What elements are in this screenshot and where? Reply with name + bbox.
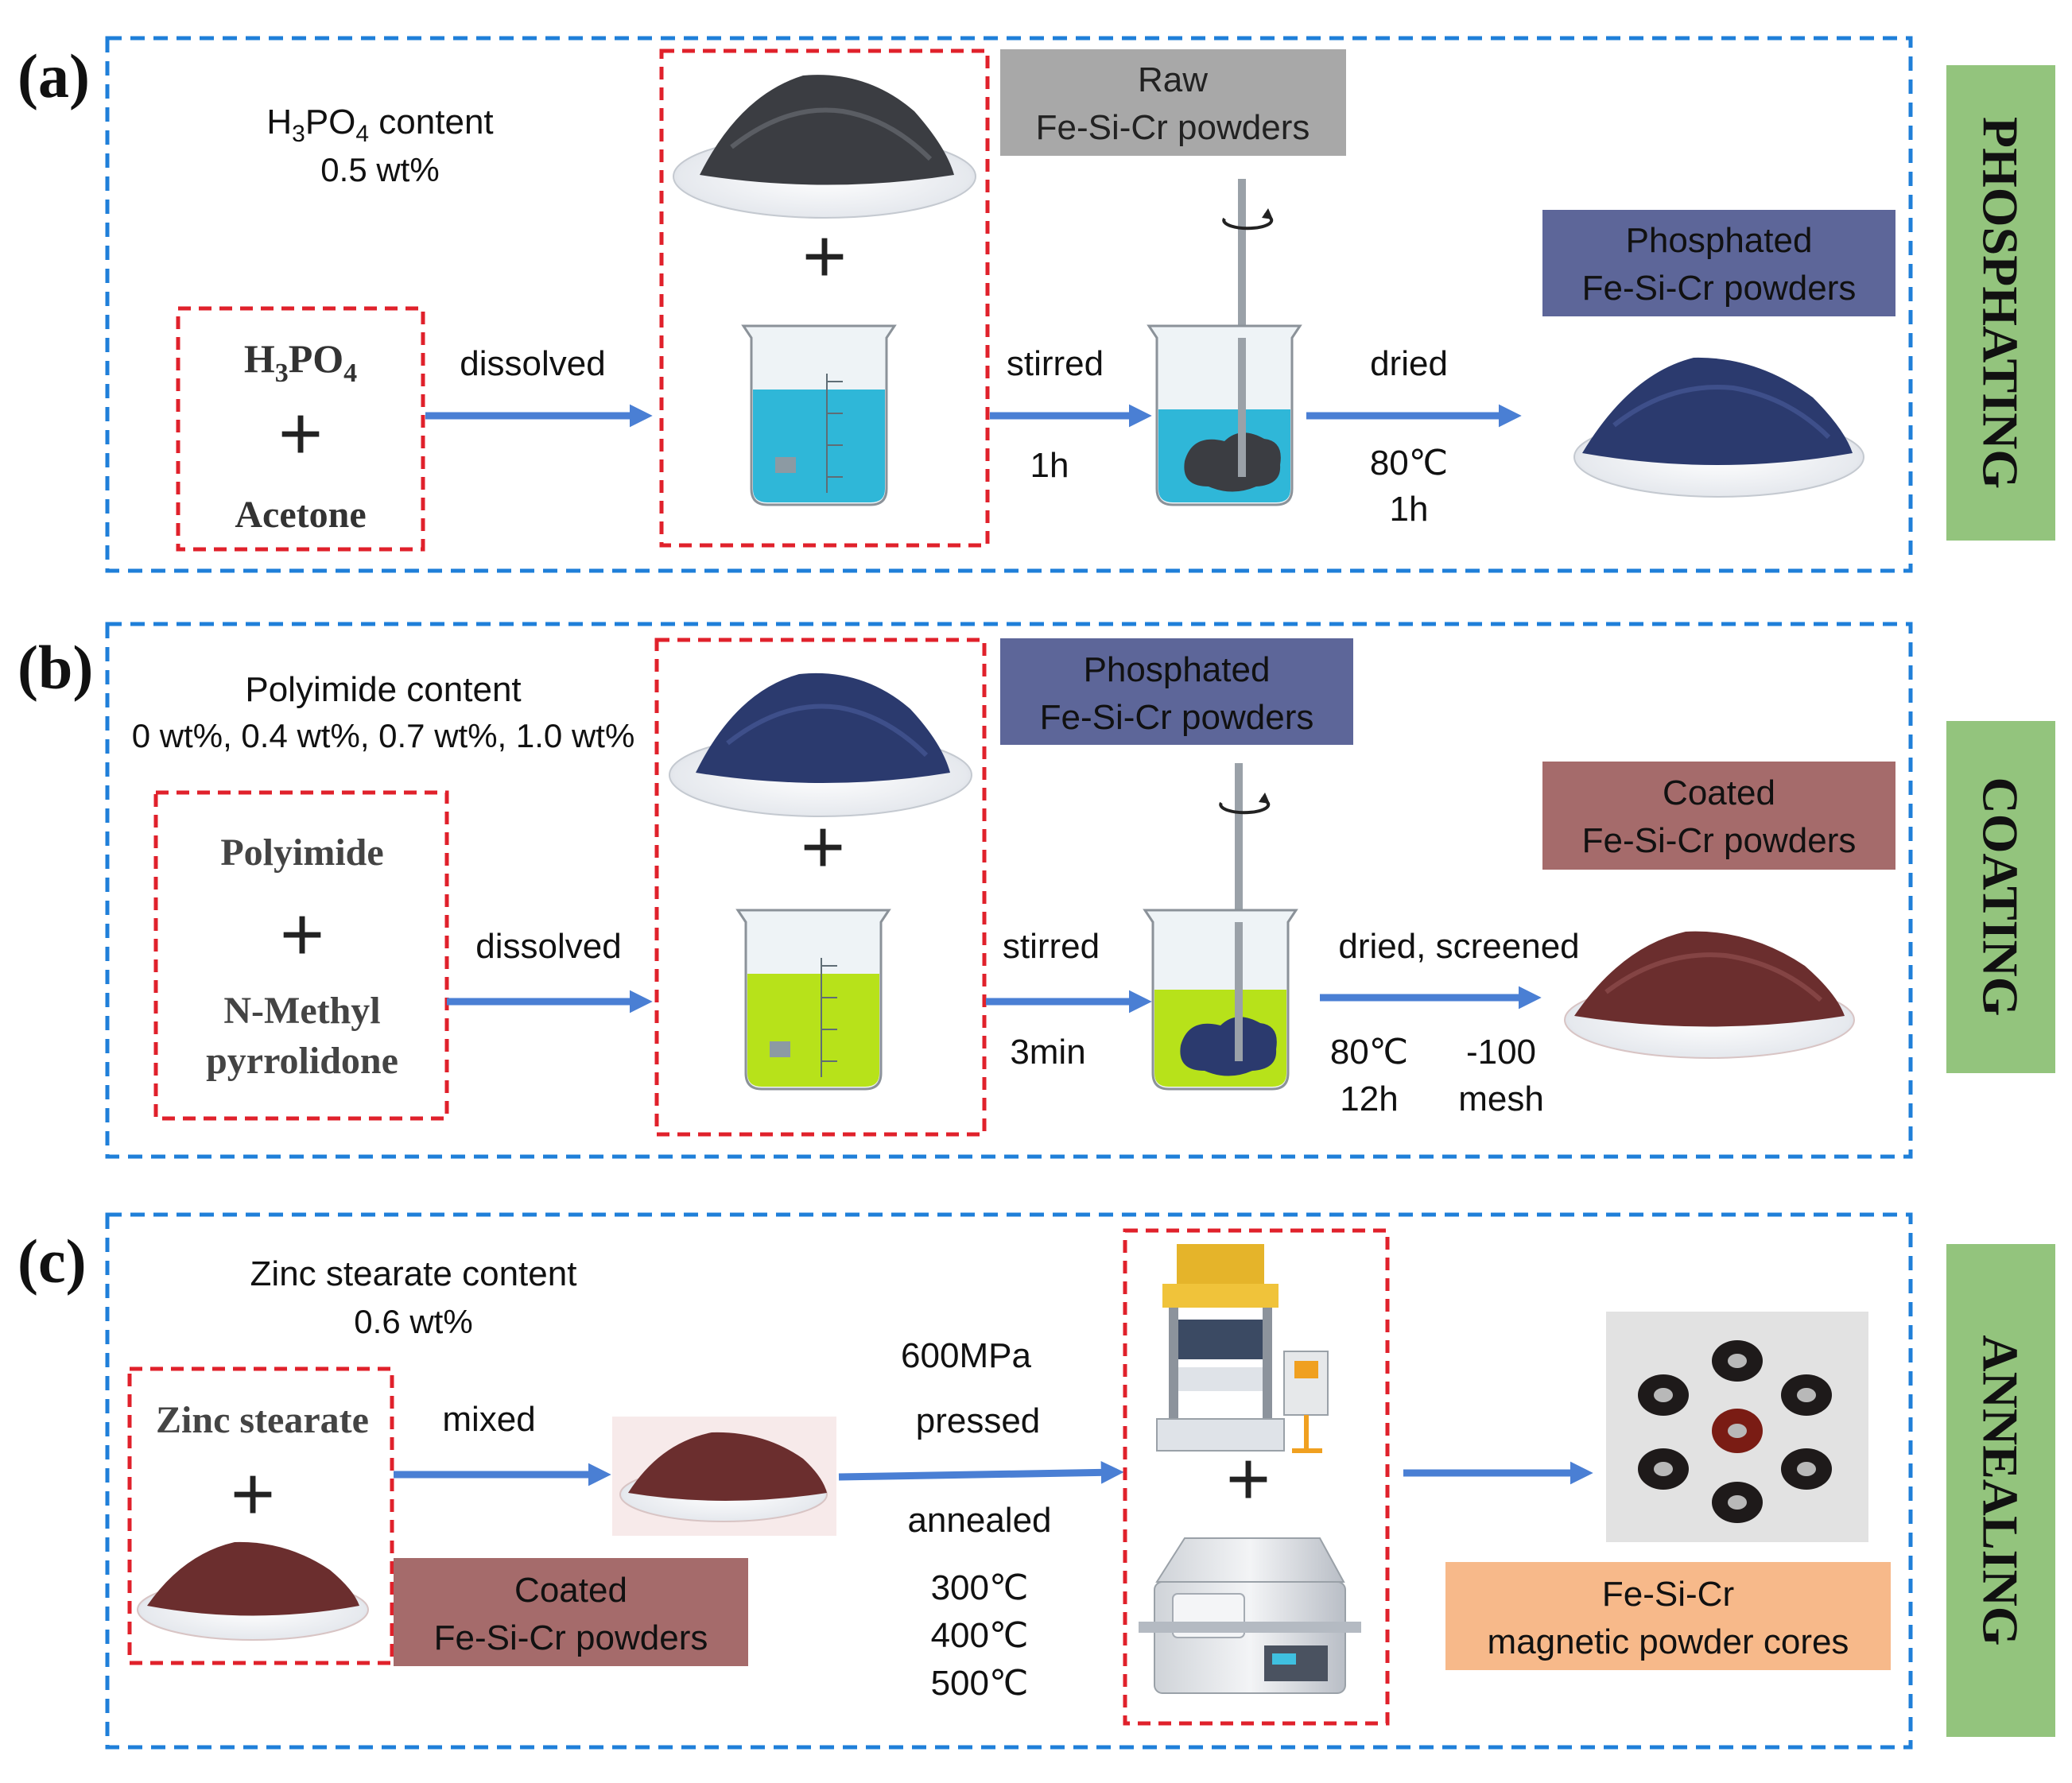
- panel-a-arrow3-time: 1h: [1390, 490, 1429, 529]
- panel-c-equipment-box: [1123, 1228, 1390, 1726]
- panel-c-hydraulic-press-image: [1156, 1244, 1329, 1453]
- panel-b-mix-box: [654, 638, 987, 1137]
- panel-b-input-label-line1: Phosphated: [1084, 650, 1271, 689]
- panel-c-equipment-plus: +: [1226, 1436, 1271, 1521]
- panel-c-side-label: ANNEALING: [1973, 1335, 2029, 1645]
- panel-b-arrow2-time: 3min: [1010, 1033, 1085, 1072]
- panel-b-solvent-line1: N-Methyl: [223, 990, 380, 1032]
- panel-b-arrow3-time: 12h: [1340, 1079, 1398, 1118]
- panel-b-arrow1-label: dissolved: [475, 927, 621, 966]
- panel-b-product-label-line1: Coated: [1663, 773, 1775, 812]
- panel-a-raw-label-bg: [1000, 49, 1346, 156]
- panel-a-product-label-bg: [1542, 210, 1895, 316]
- panel-c-temp3: 500℃: [931, 1664, 1029, 1703]
- panel-c-arrow2-label2: annealed: [907, 1501, 1051, 1540]
- panel-a-tag: (a): [17, 41, 90, 110]
- panel-b-side-label: COATING: [1973, 777, 2029, 1016]
- panel-a-arrow1-label: dissolved: [460, 344, 605, 383]
- panel-b-content-line2: 0 wt%, 0.4 wt%, 0.7 wt%, 1.0 wt%: [132, 717, 635, 754]
- panel-a-reagent-box: [176, 306, 425, 552]
- panel-a-arrow2-time: 1h: [1030, 446, 1069, 485]
- panel-a-raw-label-line1: Raw: [1138, 60, 1208, 99]
- panel-a-mix-plus: +: [802, 214, 847, 299]
- panel-c-coated-label-line2: Fe-Si-Cr powders: [434, 1618, 708, 1657]
- panel-a-raw-label-line2: Fe-Si-Cr powders: [1036, 108, 1310, 147]
- panel-a-product-label-line1: Phosphated: [1626, 221, 1813, 260]
- panel-b-mix-plus: +: [801, 804, 845, 890]
- panel-b-reagent-box: [153, 790, 449, 1121]
- panel-c-coated-powder-image: [137, 1541, 369, 1641]
- panel-b: (b) Polyimide content 0 wt%, 0.4 wt%, 0.…: [17, 622, 2055, 1159]
- panel-c-border: [105, 1212, 1913, 1750]
- panel-a-arrow3-label: dried: [1370, 344, 1448, 383]
- panel-b-phosphated-powder-image: [669, 673, 972, 817]
- panel-c-arrow2-label: pressed: [916, 1401, 1041, 1440]
- panel-c-temp2: 400℃: [931, 1616, 1029, 1655]
- panel-c-coated-label-line1: Coated: [514, 1571, 627, 1610]
- panel-b-input-label-line2: Fe-Si-Cr powders: [1040, 698, 1314, 737]
- panel-c-plus: +: [231, 1452, 275, 1537]
- panel-a-stirring-beaker-icon: [1147, 179, 1302, 506]
- panel-a-content-line2: 0.5 wt%: [320, 151, 439, 188]
- panel-b-arrow3-label: dried, screened: [1338, 927, 1579, 966]
- panel-c-temp1: 300℃: [931, 1568, 1029, 1607]
- panel-b-tag: (b): [17, 633, 93, 702]
- panel-a-product-label-line2: Fe-Si-Cr powders: [1582, 269, 1857, 308]
- panel-c-content-line1: Zinc stearate content: [250, 1254, 577, 1293]
- panel-a-arrow3-temp: 80℃: [1370, 444, 1448, 483]
- panel-c-tag: (c): [17, 1227, 87, 1296]
- panel-b-arrow3-mesh-line1: -100: [1466, 1033, 1536, 1072]
- panel-a-side-label: PHOSPHATING: [1973, 117, 2029, 489]
- panel-a-content-line1: H3PO4 content: [266, 103, 493, 147]
- panel-c-arrow2: [838, 1460, 1124, 1484]
- panel-c-reagent-box: [127, 1366, 394, 1665]
- panel-c-content-line2: 0.6 wt%: [354, 1303, 472, 1340]
- panel-b-arrow3-mesh-line2: mesh: [1458, 1079, 1544, 1118]
- panel-c: (c) Zinc stearate content 0.6 wt% Zinc s…: [17, 1212, 2055, 1750]
- panel-b-reagent: Polyimide: [220, 831, 383, 874]
- panel-a-raw-powder-image: [673, 75, 976, 219]
- panel-c-product-label-line2: magnetic powder cores: [1488, 1622, 1849, 1661]
- panel-b-content-line1: Polyimide content: [245, 670, 521, 709]
- panel-c-mixed-powder-image: [612, 1417, 836, 1536]
- panel-a-border: [105, 36, 1913, 573]
- panel-b-input-label-bg: [1000, 638, 1353, 745]
- panel-b-stirring-beaker-icon: [1143, 763, 1298, 1091]
- panel-b-side-label-bg: [1946, 721, 2055, 1073]
- panel-a-arrow2-label: stirred: [1007, 344, 1104, 383]
- panel-b-border: [105, 622, 1913, 1159]
- panel-a-solvent: Acetone: [235, 494, 366, 536]
- panel-b-arrow2-label: stirred: [1003, 927, 1100, 966]
- panel-c-product-label-bg: [1445, 1562, 1891, 1670]
- panel-b-arrow3-temp: 80℃: [1330, 1033, 1408, 1072]
- panel-a-side-label-bg: [1946, 65, 2055, 541]
- panel-a-reagent: H3PO4: [244, 336, 357, 388]
- panel-a-plus: +: [278, 391, 323, 476]
- panel-b-product-label-line2: Fe-Si-Cr powders: [1582, 821, 1857, 860]
- panel-c-reagent: Zinc stearate: [156, 1399, 369, 1441]
- panel-a-mix-box: [659, 48, 990, 548]
- panel-b-coated-powder-image: [1564, 931, 1855, 1059]
- panel-b-plus: +: [280, 892, 324, 977]
- panel-c-product-label-line1: Fe-Si-Cr: [1602, 1575, 1734, 1614]
- panel-c-arrow2-pressure: 600MPa: [901, 1336, 1031, 1375]
- panel-a-phosphated-powder-image: [1573, 357, 1864, 498]
- panel-b-beaker-icon: [735, 909, 891, 1091]
- panel-c-powder-cores-image: [1606, 1312, 1868, 1542]
- panel-c-side-label-bg: [1946, 1244, 2055, 1737]
- panel-c-tube-furnace-image: [1139, 1537, 1361, 1694]
- panel-c-coated-label-bg: [394, 1558, 748, 1666]
- panel-b-solvent-line2: pyrrolidone: [206, 1040, 398, 1082]
- panel-a: (a) H3PO4 content 0.5 wt% H3PO4 + Aceton…: [17, 36, 2055, 573]
- panel-a-beaker-icon: [741, 324, 897, 506]
- panel-c-arrow1-label: mixed: [442, 1400, 535, 1439]
- panel-b-product-label-bg: [1542, 762, 1895, 870]
